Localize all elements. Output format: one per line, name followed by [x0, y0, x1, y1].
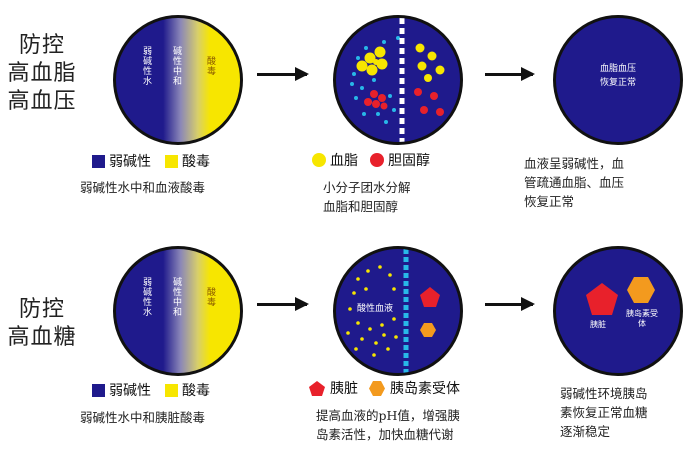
row2-caption2-line2: 岛素活性，加快血糖代谢: [316, 427, 454, 442]
row2-caption1: 弱碱性水中和胰脏酸毒: [80, 410, 206, 425]
pentagon-icon: [309, 380, 325, 396]
row2-c1-left-text: 弱碱性水: [141, 277, 151, 317]
row1-title: 防控 高血脂 高血压: [2, 32, 82, 116]
row2-arrow-1: [257, 297, 309, 311]
row1-caption3-line1: 血液呈弱碱性，血: [524, 156, 625, 171]
row1-caption1: 弱碱性水中和血液酸毒: [80, 180, 206, 195]
row1-normal-circle: 血脂血压 恢复正常: [553, 15, 683, 145]
row2-title-line2: 高血糖: [7, 325, 77, 350]
row2-caption3: 弱碱性环境胰岛 素恢复正常血糖 逐渐稳定: [560, 384, 648, 441]
row2-arrow-2: [485, 297, 535, 311]
legend-pancreas: 胰脏: [330, 381, 358, 397]
legend-weak-alkaline: 弱碱性: [109, 154, 151, 170]
legend-lipid: 血脂: [330, 153, 358, 169]
row1-arrow-2: [485, 67, 535, 81]
yellow-swatch-2: [165, 383, 178, 397]
row2-caption3-line1: 弱碱性环境胰岛: [560, 386, 648, 401]
row2-c3-pentagon-label: 胰脏: [590, 320, 606, 329]
hexagon-icon: [369, 380, 385, 396]
legend-cholesterol: 胆固醇: [388, 153, 430, 169]
row1-legend-a: 弱碱性 酸毒: [92, 151, 210, 171]
row2-c2-particles: [346, 249, 440, 373]
legend-acid: 酸毒: [182, 154, 210, 170]
legend-acid-2: 酸毒: [182, 383, 210, 399]
row2-legend-b: 胰脏 胰岛素受体: [308, 378, 460, 398]
row1-c3-line1: 血脂血压: [599, 64, 636, 74]
row1-c1-left-text: 弱碱性水: [141, 46, 151, 86]
row1-c1-right-text: 酸毒: [205, 56, 215, 76]
row1-caption2-line1: 小分子团水分解: [323, 180, 411, 195]
row1-decompose-circle: [333, 15, 463, 145]
row2-neutralize-circle: 弱碱性水 碱性中和 酸毒: [113, 246, 243, 376]
row1-c1-mid-text: 碱性中和: [171, 46, 181, 86]
navy-swatch-2: [92, 383, 105, 397]
row1-caption3: 血液呈弱碱性，血 管疏通血脂、血压 恢复正常: [524, 154, 624, 211]
row2-c1-mid-text: 碱性中和: [171, 277, 181, 317]
row1-title-line1: 防控: [18, 33, 65, 58]
row2-title: 防控 高血糖: [2, 296, 82, 352]
row2-caption3-line3: 逐渐稳定: [560, 424, 611, 439]
row1-title-line2: 高血脂: [7, 61, 77, 86]
row1-neutralize-circle: 弱碱性水 碱性中和 酸毒: [113, 15, 243, 145]
row1-caption2: 小分子团水分解 血脂和胆固醇: [323, 178, 411, 216]
row1-legend-b: 血脂 胆固醇: [312, 150, 430, 170]
row1-c2-particles: [350, 18, 445, 142]
row2-c3-hexagon-label: 胰岛素受体: [626, 309, 658, 328]
yellow-swatch: [165, 154, 178, 168]
red-dot-icon: [370, 153, 384, 167]
row1-arrow-1: [257, 67, 309, 81]
row1-caption3-line3: 恢复正常: [524, 194, 575, 209]
row2-normal-circle: 胰脏 胰岛素受体: [553, 246, 683, 376]
navy-swatch: [92, 154, 105, 168]
row1-title-line3: 高血压: [7, 89, 77, 114]
row2-caption2: 提高血液的pH值，增强胰 岛素活性，加快血糖代谢: [316, 406, 460, 444]
legend-receptor: 胰岛素受体: [390, 381, 460, 397]
row2-c1-right-text: 酸毒: [205, 287, 215, 307]
row2-caption3-line2: 素恢复正常血糖: [560, 405, 648, 420]
row2-legend-a: 弱碱性 酸毒: [92, 380, 210, 400]
row1-c3-line2: 恢复正常: [599, 78, 636, 88]
row2-c3-shapes: [586, 277, 655, 315]
legend-weak-alkaline-2: 弱碱性: [109, 383, 151, 399]
row1-caption3-line2: 管疏通血脂、血压: [524, 175, 625, 190]
row2-title-line1: 防控: [18, 297, 65, 322]
yellow-dot-icon: [312, 153, 326, 167]
row2-caption2-line1: 提高血液的pH值，增强胰: [316, 408, 460, 423]
row2-c2-label: 酸性血液: [356, 301, 395, 314]
row1-caption2-line2: 血脂和胆固醇: [323, 199, 399, 214]
row2-acidic-blood-circle: 酸性血液: [333, 246, 463, 376]
